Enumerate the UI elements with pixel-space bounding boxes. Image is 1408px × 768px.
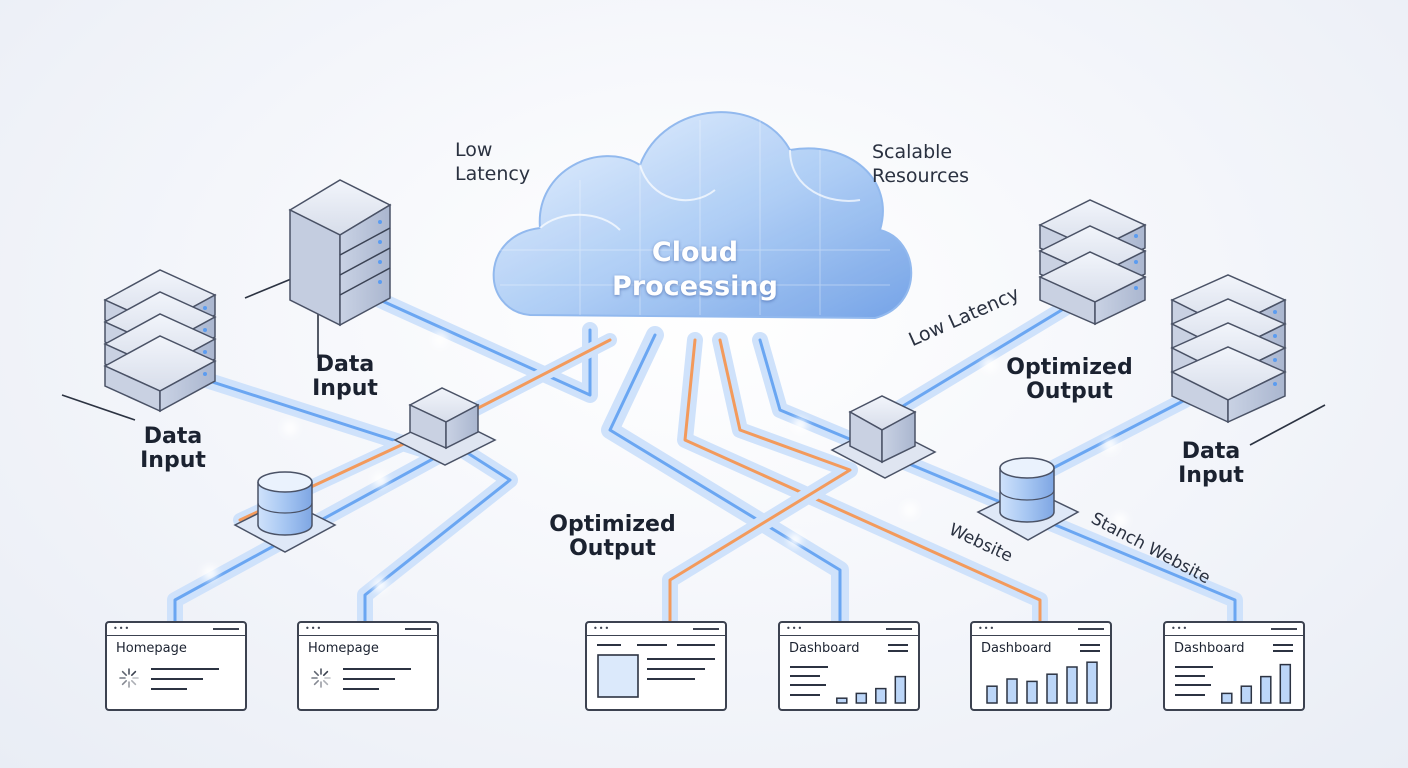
loading-spinner-icon bbox=[323, 670, 329, 676]
browser-window: ••• bbox=[585, 621, 727, 711]
window-title: Dashboard bbox=[1174, 641, 1245, 656]
chart-bar bbox=[855, 692, 868, 704]
window-titlebar: ••• bbox=[587, 623, 725, 636]
loading-spinner-icon bbox=[323, 680, 329, 686]
label-data-input-right: Data Input bbox=[1178, 439, 1244, 488]
window-title: Homepage bbox=[308, 641, 379, 656]
server-stack-icon bbox=[1170, 274, 1287, 423]
database-icon bbox=[233, 471, 337, 553]
chart-bar bbox=[894, 675, 907, 704]
label-optimized-output-right: Optimized Output bbox=[1006, 355, 1133, 404]
menu-icon bbox=[213, 628, 239, 630]
menu-icon bbox=[1271, 628, 1297, 630]
window-titlebar: ••• bbox=[1165, 623, 1303, 636]
cloud-icon bbox=[492, 111, 913, 320]
loading-spinner-icon bbox=[131, 670, 137, 676]
chart-bar bbox=[1279, 663, 1292, 704]
menu-icon bbox=[886, 628, 912, 630]
window-controls-icon: ••• bbox=[113, 624, 131, 633]
window-controls-icon: ••• bbox=[593, 624, 611, 633]
chart-bar bbox=[1046, 673, 1058, 704]
database-icon bbox=[976, 457, 1080, 541]
window-title: Dashboard bbox=[789, 641, 860, 656]
chart-bar bbox=[1006, 678, 1018, 704]
browser-window: ••• Dashboard bbox=[1163, 621, 1305, 711]
loading-spinner-icon bbox=[131, 680, 137, 686]
chart-bar bbox=[1221, 692, 1233, 704]
chart-bar bbox=[1240, 685, 1253, 704]
window-controls-icon: ••• bbox=[1171, 624, 1189, 633]
window-titlebar: ••• bbox=[299, 623, 437, 636]
window-titlebar: ••• bbox=[780, 623, 918, 636]
server-stack-icon bbox=[1038, 199, 1147, 325]
cloud-processing-title: Cloud Processing bbox=[612, 237, 778, 302]
chart-bar bbox=[1026, 680, 1038, 704]
chart-bar bbox=[986, 685, 998, 704]
menu-icon bbox=[693, 628, 719, 630]
chart-bar bbox=[875, 687, 887, 704]
menu-icon bbox=[405, 628, 431, 630]
label-optimized-output-center: Optimized Output bbox=[549, 512, 676, 561]
chart-bar bbox=[1086, 661, 1098, 704]
window-controls-icon: ••• bbox=[978, 624, 996, 633]
browser-window: ••• Dashboard bbox=[970, 621, 1112, 711]
loading-spinner-icon bbox=[121, 680, 127, 686]
window-titlebar: ••• bbox=[972, 623, 1110, 636]
menu-icon bbox=[1078, 628, 1104, 630]
server-stack-icon bbox=[103, 269, 217, 412]
label-low-latency-top: Low Latency bbox=[455, 139, 531, 185]
chart-bar bbox=[836, 697, 848, 704]
data-flow-paths bbox=[167, 292, 1243, 634]
chart-bar bbox=[1066, 666, 1078, 704]
window-controls-icon: ••• bbox=[786, 624, 804, 633]
loading-spinner-icon bbox=[313, 680, 319, 686]
browser-window: ••• Homepage bbox=[297, 621, 439, 711]
label-data-input-left: Data Input bbox=[140, 424, 206, 473]
loading-spinner-icon bbox=[121, 670, 127, 676]
window-controls-icon: ••• bbox=[305, 624, 323, 633]
server-rack-icon bbox=[288, 179, 392, 327]
label-scalable-resources: Scalable Resources bbox=[872, 141, 970, 187]
window-titlebar: ••• bbox=[107, 623, 245, 636]
network-switch-icon bbox=[830, 395, 937, 479]
window-title: Homepage bbox=[116, 641, 187, 656]
window-title: Dashboard bbox=[981, 641, 1052, 656]
network-switch-icon bbox=[393, 387, 497, 466]
loading-spinner-icon bbox=[313, 670, 319, 676]
browser-window: ••• Homepage bbox=[105, 621, 247, 711]
label-data-input-mid: Data Input bbox=[312, 352, 378, 401]
browser-window: ••• Dashboard bbox=[778, 621, 920, 711]
chart-bar bbox=[1260, 675, 1272, 704]
image-placeholder-icon bbox=[597, 654, 639, 698]
